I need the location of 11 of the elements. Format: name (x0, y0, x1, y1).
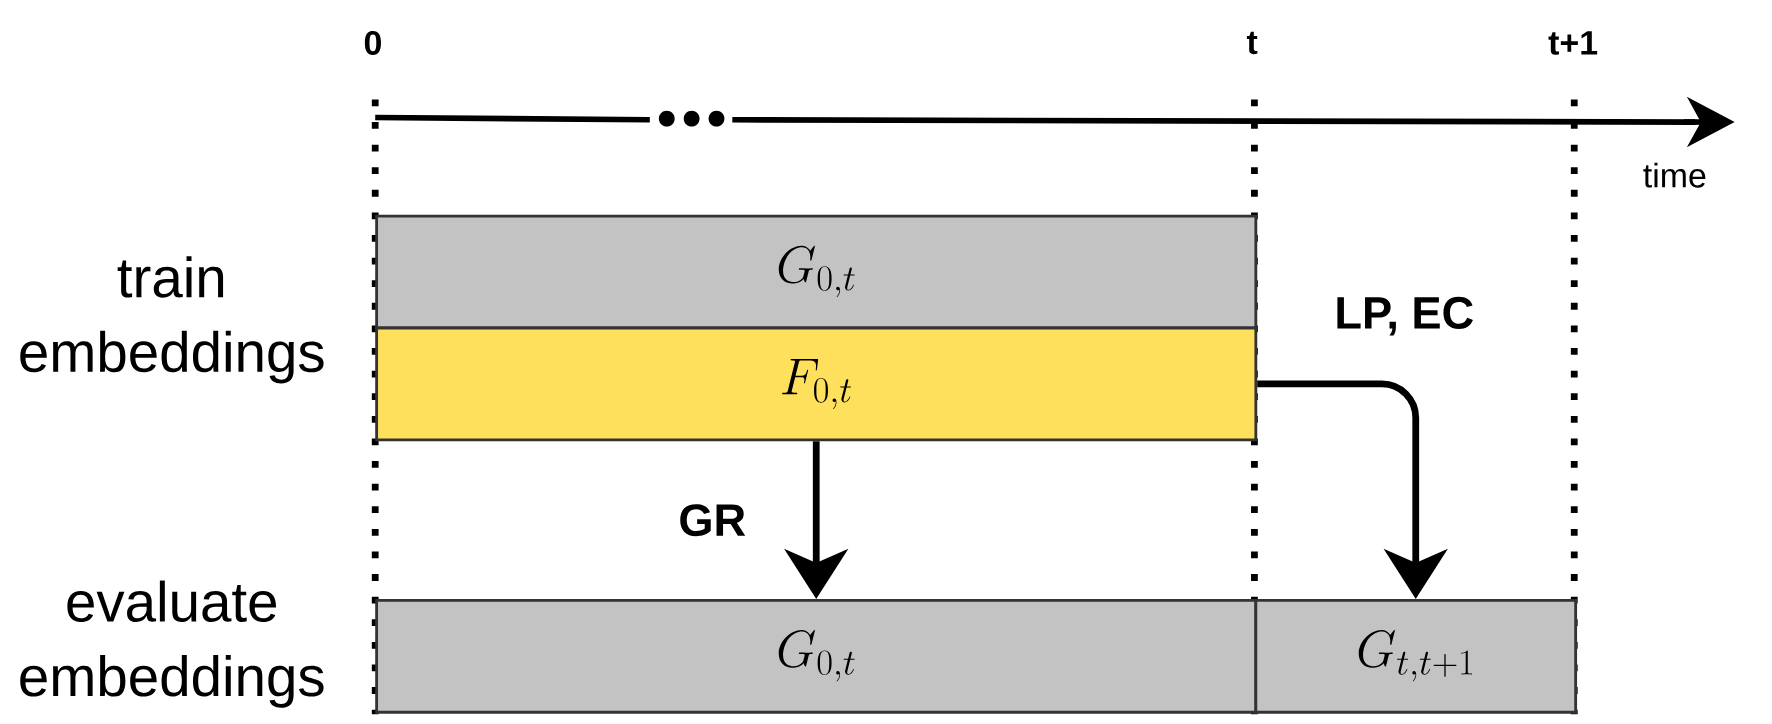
tick-label: t+1 (1548, 30, 1598, 55)
edge-label: LP, EC (1337, 296, 1473, 336)
graph-box: $G_{t,t+1}$ (1254, 598, 1578, 714)
edge-label: GR (680, 503, 746, 536)
tick-label: 0 (364, 30, 381, 55)
graph-box: $G_{0,t}$ (375, 214, 1258, 330)
feature-box: $F_{0,t}$ (375, 326, 1258, 442)
axis-label: time (1643, 162, 1706, 188)
row-label: train embeddings (20, 256, 324, 384)
tick-label: t (1246, 31, 1258, 54)
row-label: evaluate embeddings (20, 580, 324, 708)
